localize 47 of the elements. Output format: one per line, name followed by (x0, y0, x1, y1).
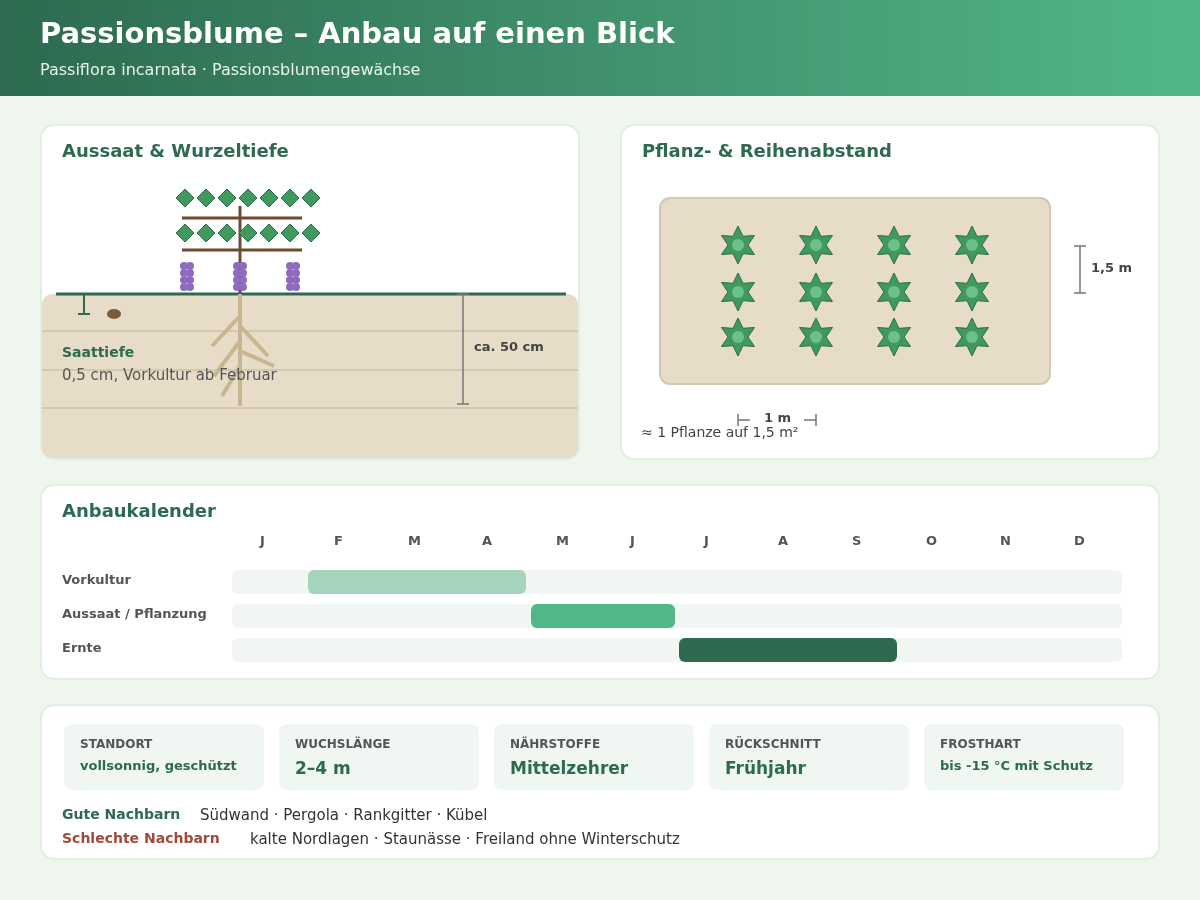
tile-value: Mittelzehrer (510, 758, 629, 778)
panel-card (620, 124, 1160, 460)
tile-value: 2–4 m (295, 758, 351, 778)
tile-label: STANDORT (80, 737, 153, 751)
month-label: F (334, 533, 343, 548)
note-text: ≈ 1 Pflanze auf 1,5 m² (641, 424, 799, 440)
info-card (40, 704, 1160, 860)
page-title: Passionsblume – Anbau auf einen Blick (40, 16, 675, 50)
subtitle: Passiflora incarnata · Passionsblumengewächse (40, 60, 421, 79)
tile-value: bis -15 °C mit Schutz (940, 758, 1093, 773)
month-label: O (926, 533, 938, 548)
calendar-bar (308, 570, 526, 594)
month-label: M (408, 533, 421, 548)
panel-heading: Pflanz- & Reihenabstand (642, 140, 892, 161)
tile-label: WUCHSLÄNGE (295, 737, 391, 751)
dimension-label: 1,5 m (1091, 260, 1133, 275)
month-label: S (852, 533, 862, 548)
month-label: J (630, 533, 635, 548)
calendar-bar (679, 638, 897, 662)
month-label: A (482, 533, 493, 548)
list-label: Gute Nachbarn (62, 806, 181, 822)
list-label: Schlechte Nachbarn (62, 830, 220, 846)
month-label: N (1000, 533, 1011, 548)
month-label: D (1074, 533, 1085, 548)
calendar-bar (531, 604, 675, 628)
month-label: J (704, 533, 709, 548)
row-label: Ernte (62, 640, 102, 655)
dimension-label: 1 m (764, 410, 792, 425)
panel-card (40, 484, 1160, 680)
annotation-label: Saattiefe (62, 344, 135, 360)
month-label: A (778, 533, 789, 548)
row-label: Aussaat / Pflanzung (62, 606, 207, 621)
panel-heading: Anbaukalender (62, 500, 216, 521)
row-label: Vorkultur (62, 572, 131, 587)
tile-label: FROSTHART (940, 737, 1021, 751)
tile-label: NÄHRSTOFFE (510, 737, 601, 751)
tile-value: vollsonnig, geschützt (80, 758, 237, 773)
list-text: Südwand · Pergola · Rankgitter · Kübel (200, 806, 488, 824)
panel-heading: Aussaat & Wurzeltiefe (62, 140, 289, 161)
list-text: kalte Nordlagen · Staunässe · Freiland ohne Winterschutz (250, 830, 680, 848)
panel-card (40, 124, 580, 460)
dimension-label: ca. 50 cm (474, 339, 544, 354)
annotation-text: 0,5 cm, Vorkultur ab Februar (62, 366, 277, 384)
tile-value: Frühjahr (725, 758, 806, 778)
month-label: J (260, 533, 265, 548)
month-label: M (556, 533, 569, 548)
tile-label: RÜCKSCHNITT (725, 737, 821, 751)
